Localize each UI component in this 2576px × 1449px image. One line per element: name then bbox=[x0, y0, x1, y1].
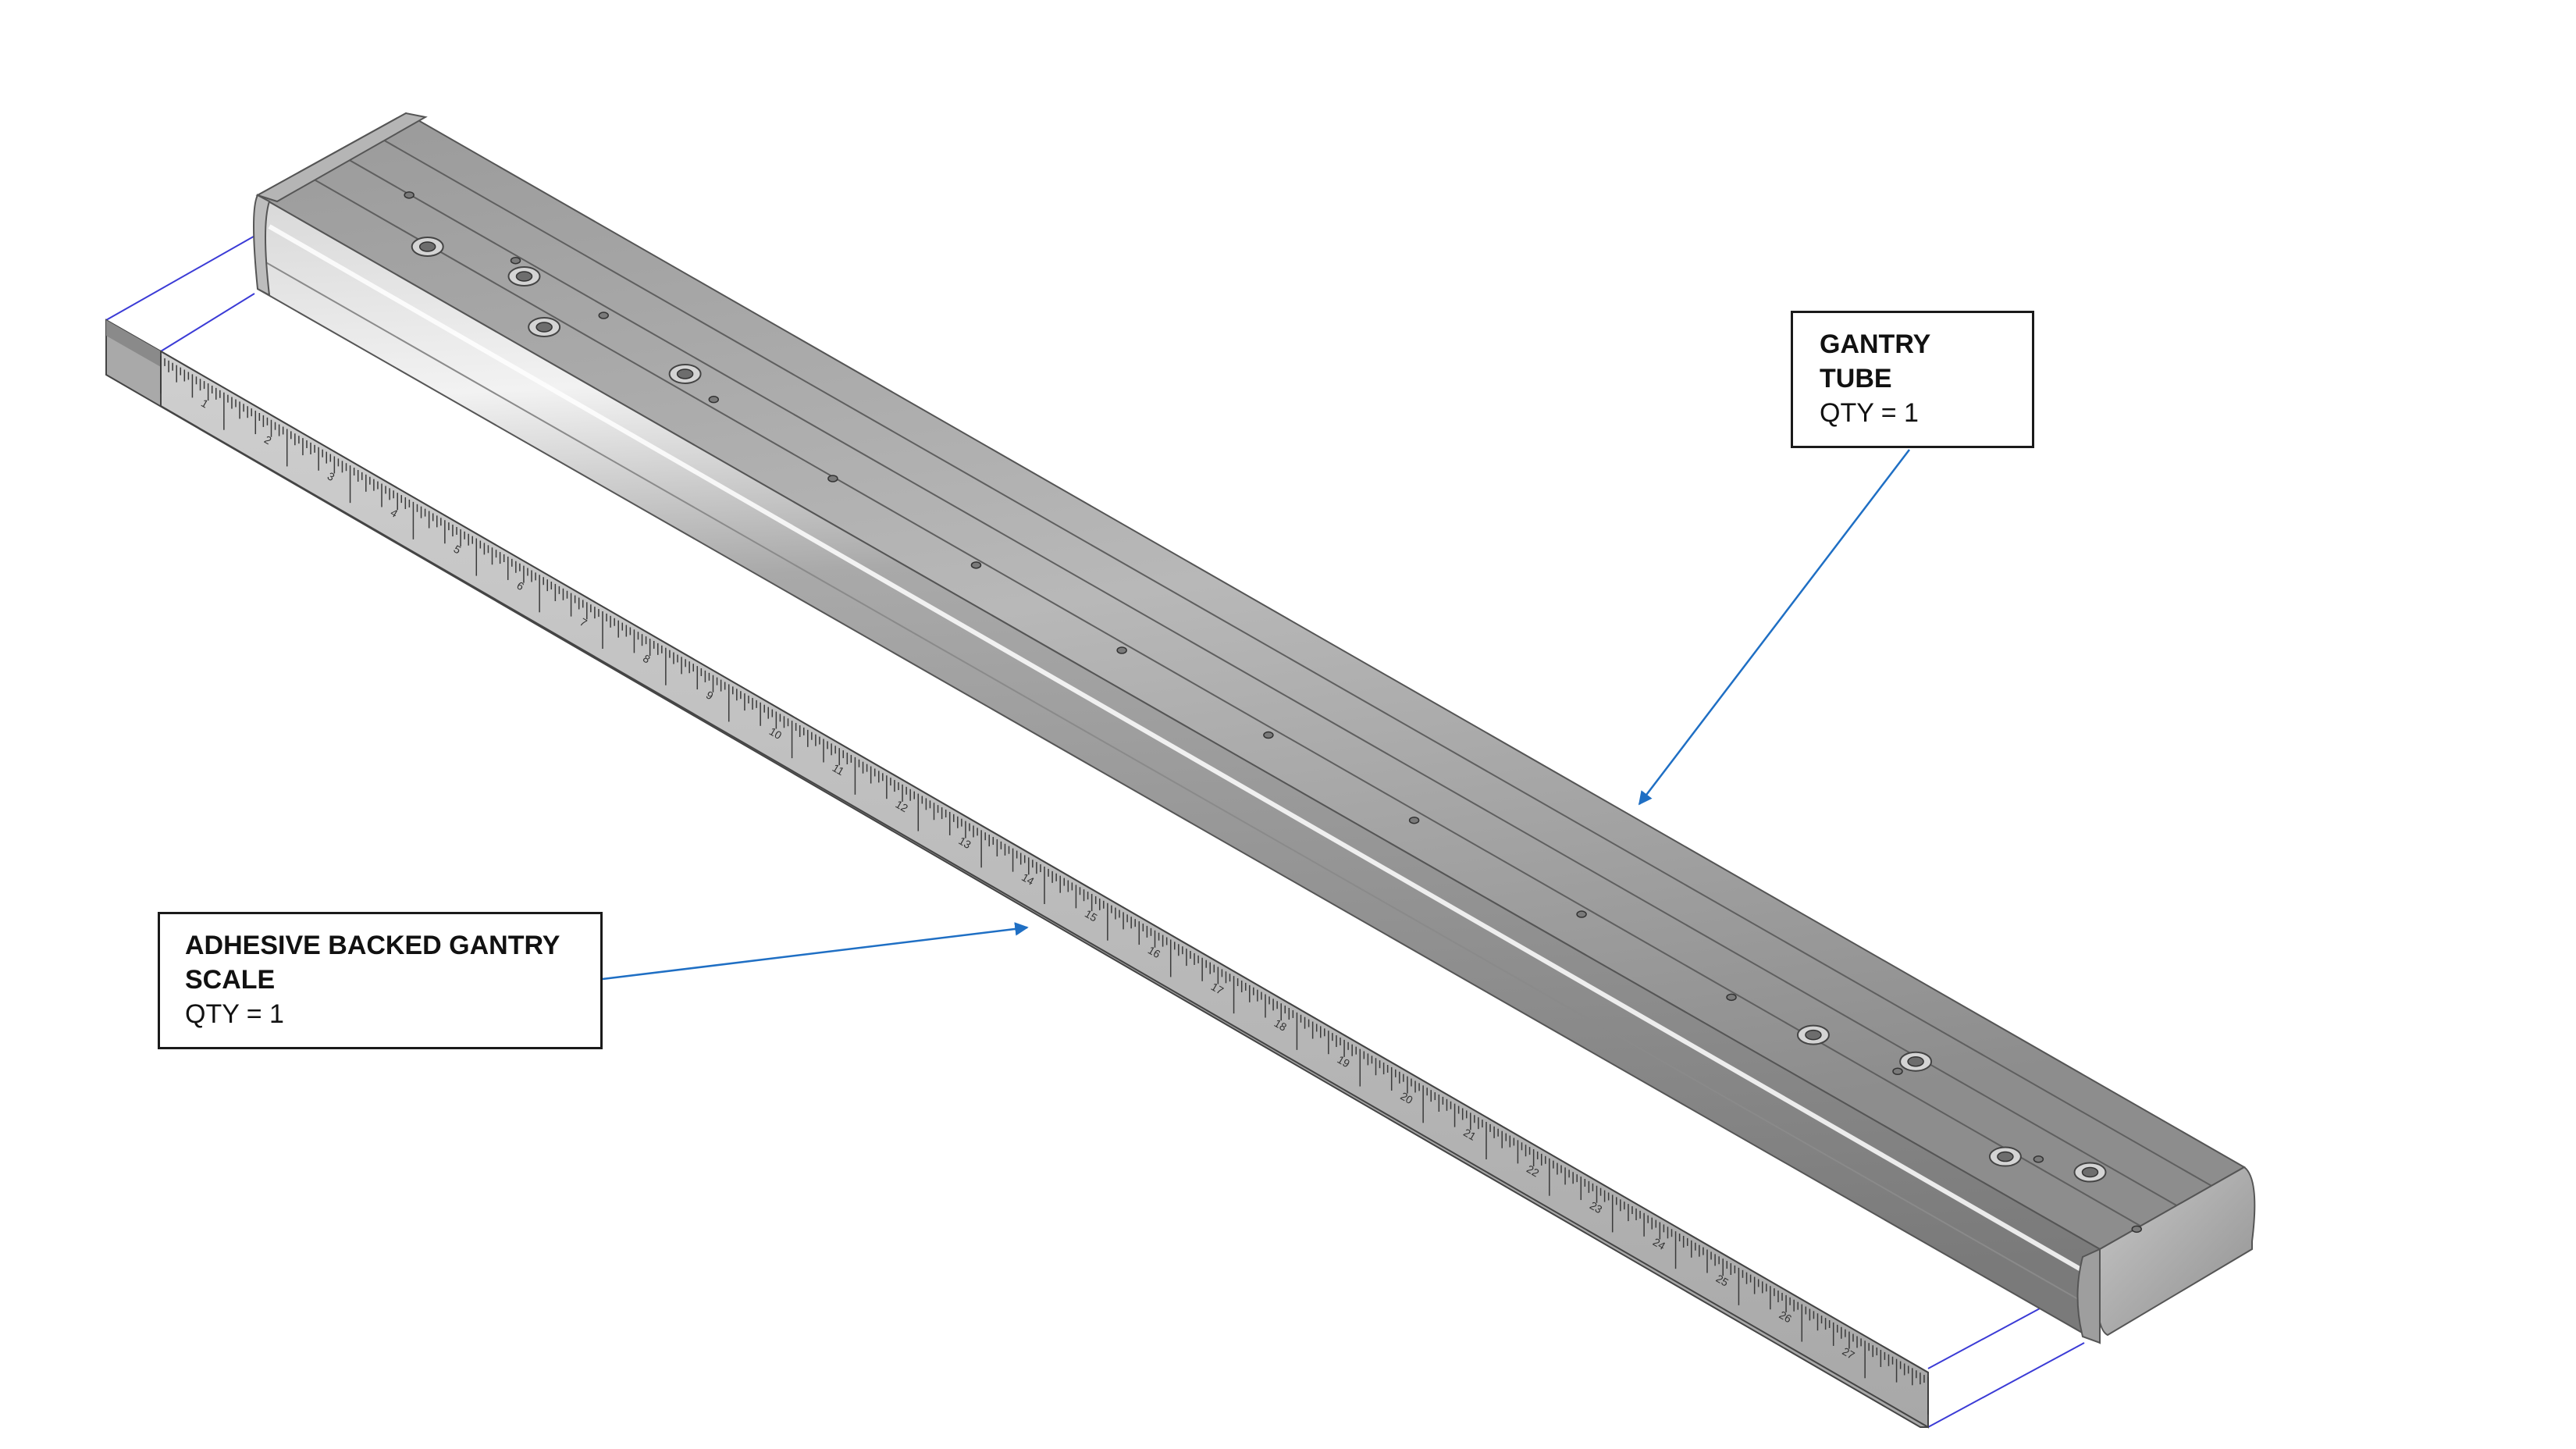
gantry-tube-callout: GANTRY TUBE QTY = 1 bbox=[1791, 311, 2034, 448]
scale-number: 25 bbox=[1714, 1272, 1731, 1289]
dimension-line-left-top bbox=[105, 233, 258, 321]
counterbore-inner bbox=[535, 322, 553, 333]
scale-numbers: 1234567891011121314151617181920212223242… bbox=[199, 397, 1857, 1362]
tube-top-face bbox=[255, 112, 2247, 1251]
scale-number: 18 bbox=[1272, 1016, 1290, 1034]
scale-number: 13 bbox=[956, 835, 973, 852]
scale-number: 17 bbox=[1209, 980, 1226, 997]
gantry-tube-callout-title: GANTRY TUBE bbox=[1820, 329, 1931, 393]
dimension-line-right-bottom bbox=[1927, 1342, 2085, 1428]
mounting-hole bbox=[1408, 816, 1420, 824]
mounting-hole bbox=[708, 395, 720, 404]
mounting-hole bbox=[510, 256, 521, 265]
scale-number: 14 bbox=[1019, 870, 1037, 888]
counterbore-inner bbox=[676, 368, 694, 379]
mounting-hole bbox=[2033, 1155, 2044, 1163]
counterbore-inner bbox=[1997, 1151, 2014, 1162]
scale-number: 26 bbox=[1777, 1308, 1794, 1326]
scale-number: 19 bbox=[1335, 1053, 1352, 1070]
scale-number: 24 bbox=[1651, 1235, 1668, 1252]
scale-number: 27 bbox=[1840, 1345, 1857, 1362]
scale-number: 22 bbox=[1525, 1162, 1542, 1180]
scale-number: 23 bbox=[1588, 1199, 1605, 1216]
scale-number: 10 bbox=[767, 724, 785, 742]
mounting-hole bbox=[827, 475, 838, 482]
mounting-hole bbox=[1116, 646, 1127, 654]
scale-number: 15 bbox=[1083, 907, 1100, 924]
scale-number: 11 bbox=[831, 761, 847, 778]
scale-number: 12 bbox=[893, 798, 910, 815]
tube-holes bbox=[404, 191, 2142, 1234]
mounting-hole bbox=[1263, 731, 1274, 739]
tube-left-top-cap bbox=[255, 112, 428, 203]
counterbore-inner bbox=[1805, 1029, 1822, 1041]
scale-number: 21 bbox=[1461, 1126, 1478, 1143]
scale-number: 20 bbox=[1398, 1090, 1415, 1107]
tube-top-grooves bbox=[300, 132, 2214, 1228]
mounting-hole bbox=[1726, 993, 1737, 1002]
dimension-line-left-bottom bbox=[160, 293, 255, 352]
counterbore-inner bbox=[418, 241, 436, 252]
tube-left-end bbox=[253, 194, 271, 297]
counterbore-inner bbox=[2081, 1166, 2099, 1178]
counterbore-inner bbox=[1907, 1056, 1924, 1067]
mounting-hole bbox=[598, 312, 609, 319]
gantry-scale-callout-title: ADHESIVE BACKED GANTRY SCALE bbox=[185, 931, 560, 995]
tube-right-end-rim bbox=[2076, 1248, 2101, 1344]
scale-end-face bbox=[106, 320, 161, 367]
dimension-lines bbox=[105, 233, 2093, 1428]
mounting-hole bbox=[404, 191, 415, 199]
gantry-tube bbox=[253, 112, 2256, 1344]
scale-ticks bbox=[160, 356, 1929, 1415]
gantry-scale-callout-qty: QTY = 1 bbox=[185, 999, 284, 1029]
gantry-scale-leader-arrow bbox=[602, 922, 1029, 981]
scale-number: 16 bbox=[1146, 944, 1163, 961]
gantry-tube-leader-arrow bbox=[1638, 449, 1910, 806]
tube-side-edge bbox=[257, 257, 2101, 1312]
counterbore-inner bbox=[515, 271, 533, 282]
mounting-hole bbox=[2131, 1225, 2142, 1234]
mounting-hole bbox=[970, 561, 982, 569]
mounting-hole bbox=[1892, 1067, 1903, 1075]
mounting-hole bbox=[1576, 910, 1587, 918]
gantry-scale-callout: ADHESIVE BACKED GANTRY SCALE QTY = 1 bbox=[158, 912, 603, 1049]
gantry-tube-callout-qty: QTY = 1 bbox=[1820, 398, 1919, 428]
gantry-scale: 1234567891011121314151617181920212223242… bbox=[105, 319, 1929, 1429]
tube-highlight bbox=[268, 224, 2101, 1283]
